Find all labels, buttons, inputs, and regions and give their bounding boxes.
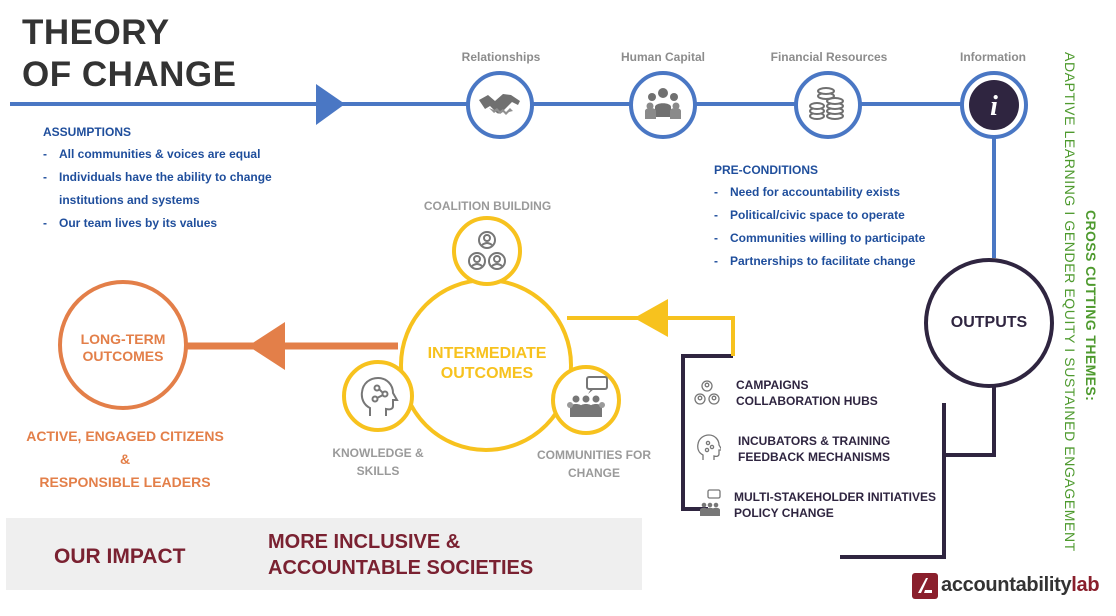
- people-group-icon: [629, 71, 697, 139]
- preconditions-list: Need for accountability exists Political…: [714, 181, 925, 273]
- impact-band: [6, 518, 642, 590]
- resource-label-information: Information: [960, 50, 1026, 64]
- handshake-icon: [466, 71, 534, 139]
- output-group-multistakeholder: MULTI-STAKEHOLDER INITIATIVES POLICY CHA…: [734, 490, 936, 520]
- engaged-citizens-text: ACTIVE, ENGAGED CITIZENS & RESPONSIBLE L…: [26, 428, 224, 490]
- output-group-incubators: INCUBATORS & TRAINING FEEDBACK MECHANISM…: [738, 434, 891, 464]
- info-icon: i: [960, 71, 1028, 139]
- accountability-lab-logo-text: accountabilitylab: [941, 574, 1100, 596]
- accountability-lab-logo-mark: [912, 573, 938, 599]
- cross-cutting-themes-list: ADAPTIVE LEARNING I GENDER EQUITY I SUST…: [1062, 52, 1078, 552]
- logo-glyph-icon: [918, 578, 932, 593]
- coins-stack-icon: [794, 71, 862, 139]
- list-item: institutions and systems: [59, 193, 200, 207]
- resource-label-relationships: Relationships: [461, 50, 541, 64]
- resource-label-financial: Financial Resources: [770, 50, 888, 64]
- list-item: Communities willing to participate: [714, 227, 925, 250]
- timeline-arrowhead: [316, 84, 345, 125]
- outputs-to-intermediate-line: [567, 316, 735, 356]
- page-title: THEORY OF CHANGE: [22, 13, 237, 94]
- list-item: Individuals have the ability to change: [43, 166, 272, 189]
- communities-for-change-label: COMMUNITIES FOR CHANGE: [537, 448, 651, 480]
- longterm-arrowhead: [248, 322, 285, 370]
- audience-speech-icon: [551, 365, 621, 435]
- outputs-circle: [924, 258, 1054, 388]
- longterm-outcomes-label: LONG-TERM OUTCOMES: [80, 331, 166, 364]
- assumptions-list: All communities & voices are equal Indiv…: [43, 143, 272, 235]
- longterm-circle: [58, 280, 188, 410]
- intermediate-arrowhead: [634, 299, 668, 337]
- svg-text:i: i: [990, 91, 998, 122]
- people-network-icon: [694, 380, 720, 405]
- outputs-connector: [944, 386, 996, 457]
- head-network-small-icon: [697, 434, 721, 460]
- cross-cutting-themes-heading: CROSS CUTTING THEMES:: [1083, 210, 1099, 402]
- assumptions-heading: ASSUMPTIONS: [43, 125, 132, 139]
- list-item: Political/civic space to operate: [714, 204, 925, 227]
- coalition-building-label: COALITION BUILDING: [423, 199, 552, 213]
- coalition-network-icon: [452, 216, 522, 286]
- outputs-bracket-right: [840, 403, 946, 559]
- head-network-icon: [342, 360, 414, 432]
- intermediate-outcomes-label: INTERMEDIATE OUTCOMES: [427, 345, 547, 382]
- list-item: All communities & voices are equal: [43, 143, 272, 166]
- outputs-bracket-left: [681, 354, 733, 511]
- resource-label-human-capital: Human Capital: [620, 50, 705, 64]
- outputs-label: OUTPUTS: [950, 314, 1028, 331]
- list-item: Need for accountability exists: [714, 181, 925, 204]
- preconditions-heading: PRE-CONDITIONS: [714, 163, 819, 177]
- impact-statement: MORE INCLUSIVE & ACCOUNTABLE SOCIETIES: [268, 531, 534, 579]
- our-impact-label: OUR IMPACT: [54, 545, 186, 568]
- list-item: Our team lives by its values: [43, 212, 272, 235]
- output-group-campaigns: CAMPAIGNS COLLABORATION HUBS: [736, 378, 878, 408]
- list-item: Partnerships to facilitate change: [714, 250, 925, 273]
- audience-speech-small-icon: [700, 489, 721, 516]
- knowledge-skills-label: KNOWLEDGE & SKILLS: [332, 446, 424, 478]
